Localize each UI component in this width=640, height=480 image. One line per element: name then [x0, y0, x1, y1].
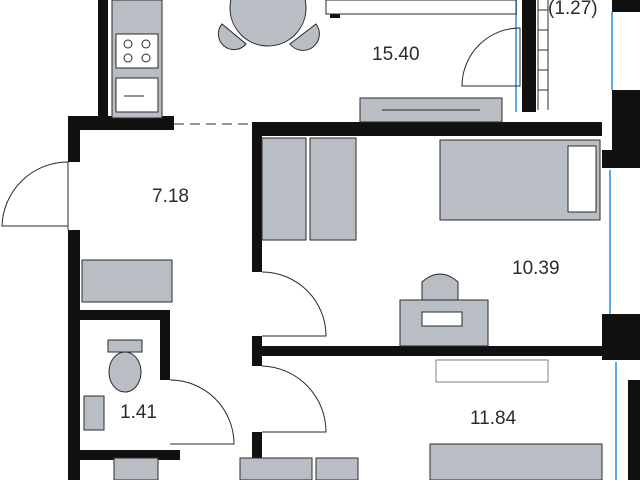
wall: [68, 230, 80, 480]
kitchen-stove: [115, 33, 159, 69]
keyboard-icon: [421, 311, 463, 327]
laundry-unit: [113, 457, 159, 480]
furniture: [81, 0, 603, 480]
walls: [68, 0, 640, 480]
bedroom-2-door: [261, 365, 327, 433]
pillow: [567, 145, 597, 213]
bed-2: [429, 443, 603, 480]
chair-icon: [217, 23, 247, 51]
wall: [80, 450, 180, 460]
kitchen-bench: [325, 0, 517, 15]
room-area-balcony: (1.27): [548, 0, 598, 19]
dresser: [435, 359, 549, 383]
room-area-bedroom-2: 11.84: [470, 408, 517, 429]
entrance-door: [1, 161, 69, 230]
room-area-hall: 7.18: [152, 186, 189, 207]
wall: [252, 432, 262, 480]
room-area-bathroom: 1.41: [120, 402, 157, 423]
windows: [515, 0, 617, 480]
wall: [80, 310, 168, 320]
bathroom-door: [169, 379, 235, 445]
wall: [252, 122, 262, 272]
bedroom-1-door: [261, 271, 327, 337]
balcony-stairs: [537, 0, 549, 110]
wall: [628, 380, 640, 480]
wall: [602, 150, 640, 168]
hall-wardrobe: [261, 137, 307, 241]
wall: [160, 310, 170, 380]
wall: [612, 0, 640, 12]
wall: [68, 116, 80, 162]
wall: [252, 346, 604, 356]
bathroom-sink: [83, 395, 105, 431]
wall: [252, 122, 602, 136]
wall: [98, 0, 108, 118]
hall-wardrobe: [309, 137, 357, 241]
toilet-tank: [107, 339, 143, 353]
balcony-door: [461, 27, 521, 87]
bottom-wardrobe: [315, 457, 359, 480]
wall: [602, 314, 640, 360]
toilet-icon: [108, 351, 142, 393]
room-area-bedroom-1: 10.39: [512, 258, 560, 279]
wall: [612, 90, 640, 160]
doors: [1, 27, 521, 445]
dining-table: [229, 0, 307, 47]
chair-icon: [289, 23, 320, 51]
shoe-rack: [81, 259, 173, 303]
office-chair-icon: [421, 273, 459, 301]
wall: [68, 116, 174, 130]
bottom-cabinet: [239, 457, 313, 480]
wall: [522, 0, 536, 112]
room-labels: 15.40 7.18 10.39 11.84 1.41 (1.27): [120, 0, 598, 429]
kitchen-sink: [115, 77, 159, 113]
room-area-kitchen: 15.40: [372, 44, 420, 65]
